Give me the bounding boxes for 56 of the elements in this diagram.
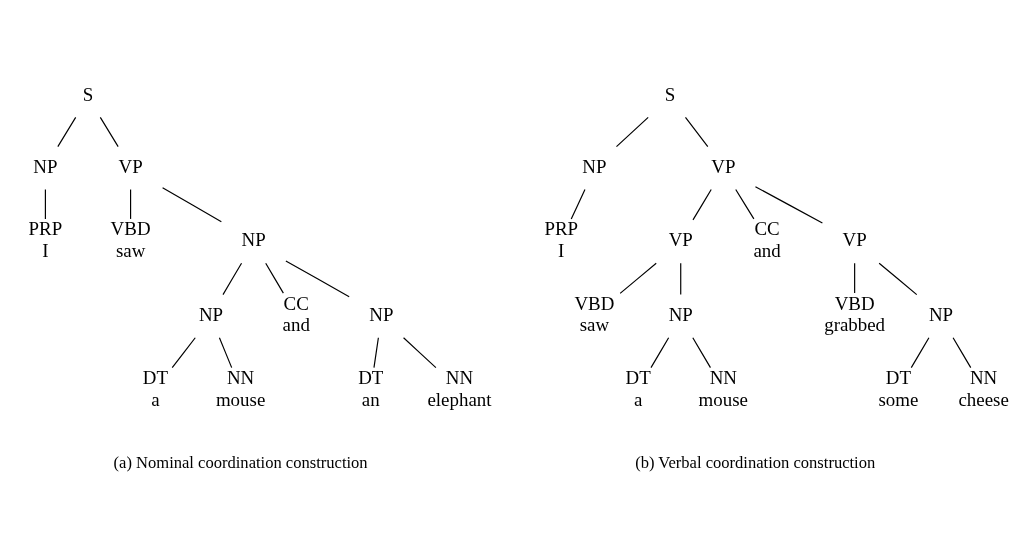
connector bbox=[373, 337, 379, 369]
node-text: NP bbox=[582, 155, 607, 177]
node-text: NP bbox=[198, 303, 224, 325]
node-text: VBD grabbed bbox=[824, 292, 886, 336]
node-text: VBD saw bbox=[110, 218, 151, 261]
connector bbox=[162, 187, 222, 223]
node-text: NN elephant bbox=[427, 367, 492, 410]
connector bbox=[878, 262, 918, 296]
connector bbox=[735, 188, 755, 220]
node-text: NN mouse bbox=[698, 367, 748, 410]
node-text: NN mouse bbox=[215, 367, 266, 410]
connector bbox=[403, 337, 437, 369]
connector bbox=[285, 260, 350, 298]
connector bbox=[684, 116, 709, 148]
node-text: VP bbox=[668, 229, 693, 251]
connector bbox=[57, 116, 77, 148]
connector bbox=[910, 337, 930, 369]
node-text: DT some bbox=[878, 367, 919, 410]
node-text: NP bbox=[928, 303, 954, 325]
node-text: CC and bbox=[753, 218, 781, 261]
node-text: NN cheese bbox=[958, 367, 1009, 410]
connector bbox=[854, 262, 856, 294]
connector bbox=[680, 262, 682, 296]
connector bbox=[952, 337, 972, 369]
node-text: NP bbox=[241, 229, 266, 251]
node-text: VP bbox=[118, 155, 143, 177]
node-text: S bbox=[664, 83, 676, 105]
node-text: DT an bbox=[358, 367, 384, 410]
node-text: DT a bbox=[625, 367, 651, 410]
connector bbox=[615, 116, 649, 148]
node-text: VBD saw bbox=[574, 292, 615, 336]
connector bbox=[570, 188, 586, 220]
connector bbox=[650, 337, 670, 369]
node-text: VP bbox=[842, 229, 867, 251]
node-text: NP bbox=[33, 155, 58, 177]
node-text: DT a bbox=[142, 367, 169, 410]
connector bbox=[692, 337, 712, 369]
connector bbox=[171, 337, 196, 369]
label: (b) Verbal coordination construction bbox=[635, 453, 876, 473]
connector bbox=[692, 188, 712, 221]
node-text: PRP I bbox=[544, 218, 579, 261]
connector bbox=[265, 262, 284, 294]
connector bbox=[619, 262, 657, 294]
node-text: NP bbox=[668, 303, 693, 325]
connector bbox=[754, 186, 823, 224]
node-text: PRP I bbox=[28, 218, 63, 261]
node-text: NP bbox=[369, 303, 394, 325]
label: (a) Nominal coordination construction bbox=[113, 453, 368, 473]
connector bbox=[99, 116, 119, 148]
node-text: CC and bbox=[282, 292, 310, 336]
node-text: VP bbox=[711, 155, 736, 177]
connector bbox=[44, 188, 46, 220]
connector bbox=[218, 337, 233, 369]
node-text: S bbox=[82, 83, 94, 105]
connector bbox=[130, 188, 132, 220]
connector bbox=[222, 262, 243, 296]
